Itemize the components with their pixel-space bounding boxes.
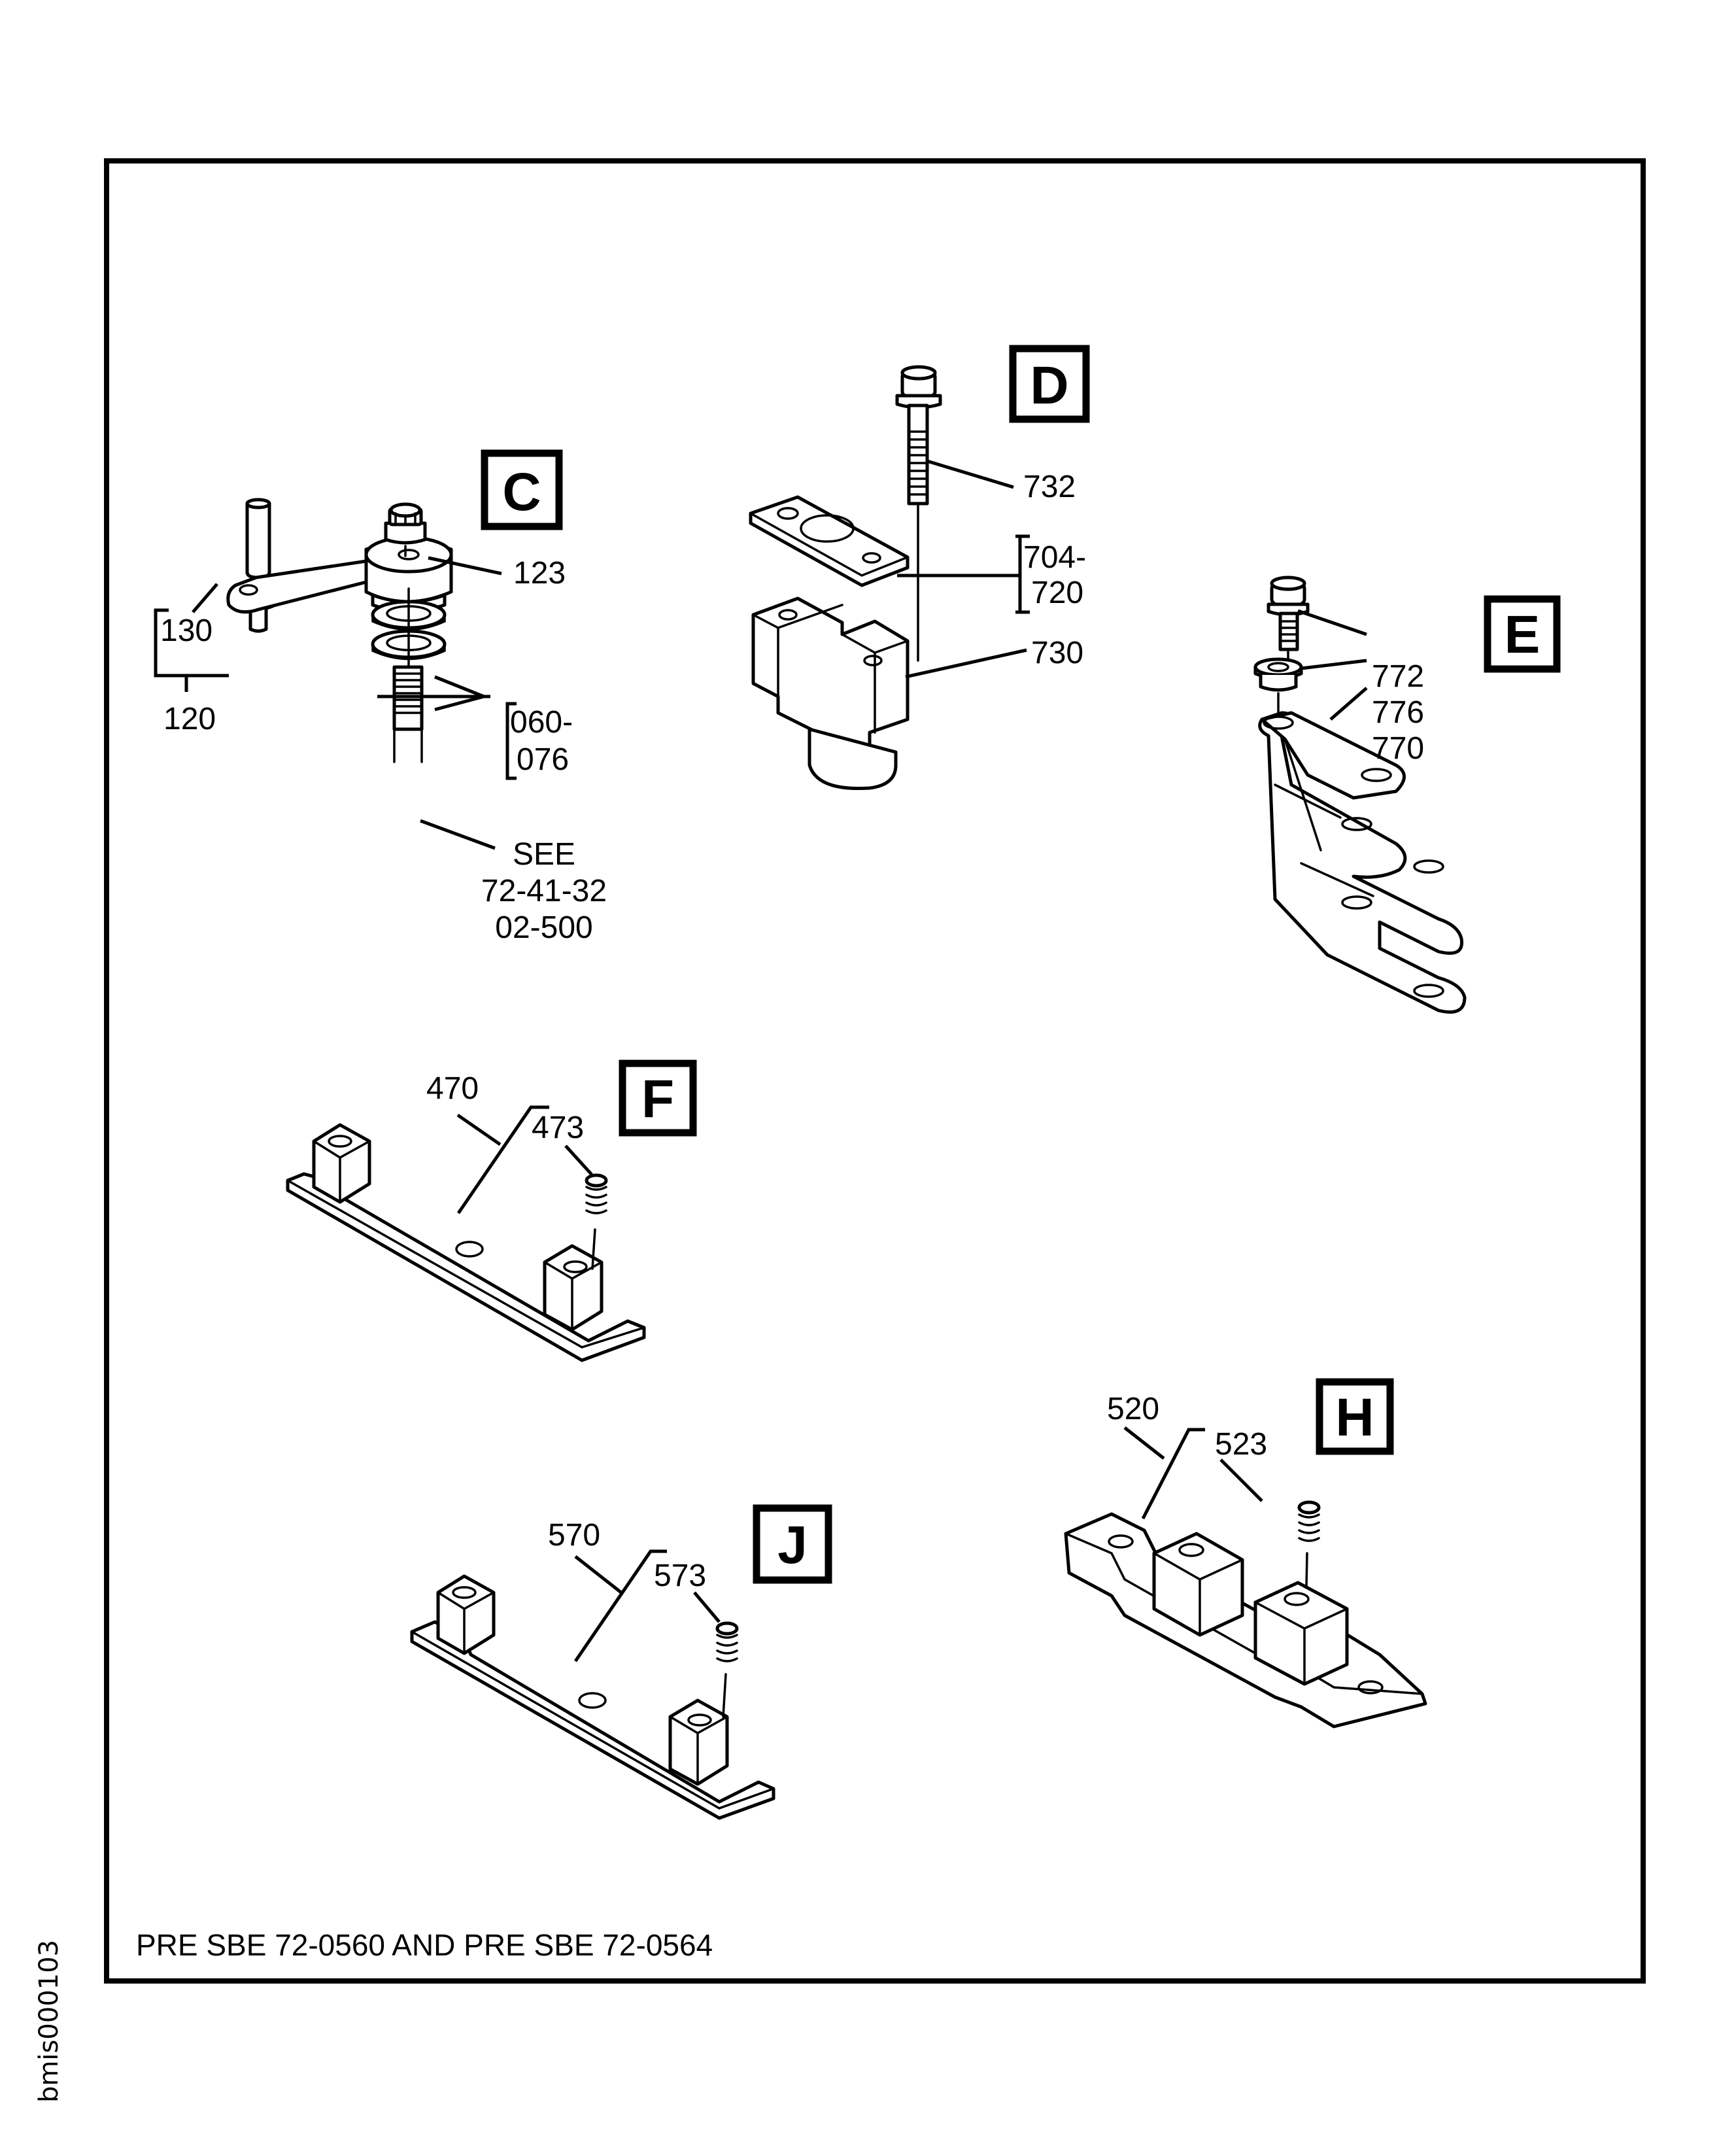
leader-776: [1301, 659, 1367, 670]
bushing-776-drawing: [1253, 657, 1303, 721]
bolt-772-drawing: [1267, 576, 1310, 662]
callout-720: 720: [1031, 576, 1083, 610]
callout-see: SEE: [513, 837, 575, 872]
callout-776: 776: [1372, 695, 1424, 730]
callout-130: 130: [160, 613, 213, 648]
leader-730: [905, 648, 1027, 679]
leader-573: [693, 1591, 721, 1623]
footnote-sbe: PRE SBE 72-0560 AND PRE SBE 72-0564: [136, 1928, 713, 1962]
base-520-drawing: [1064, 1512, 1427, 1729]
leader-772: [1297, 609, 1367, 636]
bracket-120-130: [154, 608, 229, 692]
leader-060-076: [377, 675, 490, 712]
leader-123: [428, 556, 502, 576]
base-470-drawing: [286, 1123, 646, 1362]
detail-tag-box-e: [1484, 595, 1561, 673]
stud-drawing: [392, 665, 424, 763]
bracket-470: [456, 1105, 549, 1214]
callout-060: 060-: [510, 705, 573, 740]
leader-473: [564, 1144, 593, 1176]
detail-tag-j: J: [777, 1515, 808, 1575]
callout-704: 704-: [1023, 540, 1086, 575]
plate-704-720-drawing: [749, 495, 910, 587]
callout-see-fig: 02-500: [495, 910, 592, 945]
washers-060-076-drawing: [371, 587, 447, 681]
drawing-frame: [104, 158, 1646, 1984]
detail-tag-c: C: [502, 462, 541, 522]
detail-d: D 732 704-: [749, 345, 1090, 791]
detail-tag-box-j: [753, 1504, 832, 1584]
block-730-drawing: [751, 596, 910, 791]
detail-tag-box-f: [619, 1059, 697, 1137]
bolt-732-drawing: [895, 365, 942, 662]
detail-j: J 570 573: [410, 1504, 832, 1820]
bracket-770-drawing: [1258, 711, 1467, 1014]
detail-tag-f: F: [641, 1069, 674, 1129]
callout-120: 120: [163, 702, 216, 736]
insert-573-drawing: [715, 1621, 739, 1718]
callout-570: 570: [548, 1518, 600, 1553]
detail-c: C: [154, 449, 607, 945]
detail-h: H 520 523: [1064, 1378, 1427, 1729]
bracket-570: [573, 1549, 667, 1662]
callout-076: 076: [517, 742, 569, 777]
insert-523-drawing: [1297, 1500, 1321, 1587]
callout-473: 473: [532, 1110, 584, 1145]
leader-732: [927, 459, 1014, 489]
callout-520: 520: [1107, 1392, 1159, 1426]
leader-523: [1219, 1458, 1263, 1502]
leader-see: [420, 819, 496, 850]
detail-tag-box-d: [1009, 345, 1090, 423]
insert-473-drawing: [585, 1173, 608, 1270]
detail-tag-e: E: [1505, 605, 1540, 664]
callout-770: 770: [1372, 731, 1424, 766]
bracket-060-076: [505, 702, 517, 780]
detail-tag-h: H: [1335, 1388, 1374, 1447]
callout-123: 123: [513, 556, 566, 591]
detail-tag-box-h: [1316, 1378, 1394, 1455]
bracket-520: [1123, 1426, 1205, 1520]
detail-tag-box-c: [481, 449, 563, 530]
base-570-drawing: [410, 1574, 775, 1820]
callout-see-ref: 72-41-32: [481, 874, 607, 908]
callout-470: 470: [426, 1071, 479, 1106]
detail-tag-d: D: [1030, 356, 1068, 415]
detail-f: F 470 473: [286, 1059, 697, 1362]
callout-730: 730: [1031, 636, 1083, 670]
callout-573: 573: [654, 1558, 706, 1593]
callout-523: 523: [1215, 1427, 1267, 1462]
detail-e: E 772: [1253, 576, 1561, 1014]
nut-123-drawing: [384, 502, 427, 557]
callout-732: 732: [1023, 470, 1076, 504]
bracket-704-720: [897, 534, 1022, 614]
leader-770: [1329, 687, 1368, 721]
bracket-704-720-top: [1020, 534, 1030, 614]
figure-id: bmis000103: [34, 1940, 64, 2103]
callout-772: 772: [1372, 659, 1424, 694]
leader-130: [192, 583, 218, 613]
